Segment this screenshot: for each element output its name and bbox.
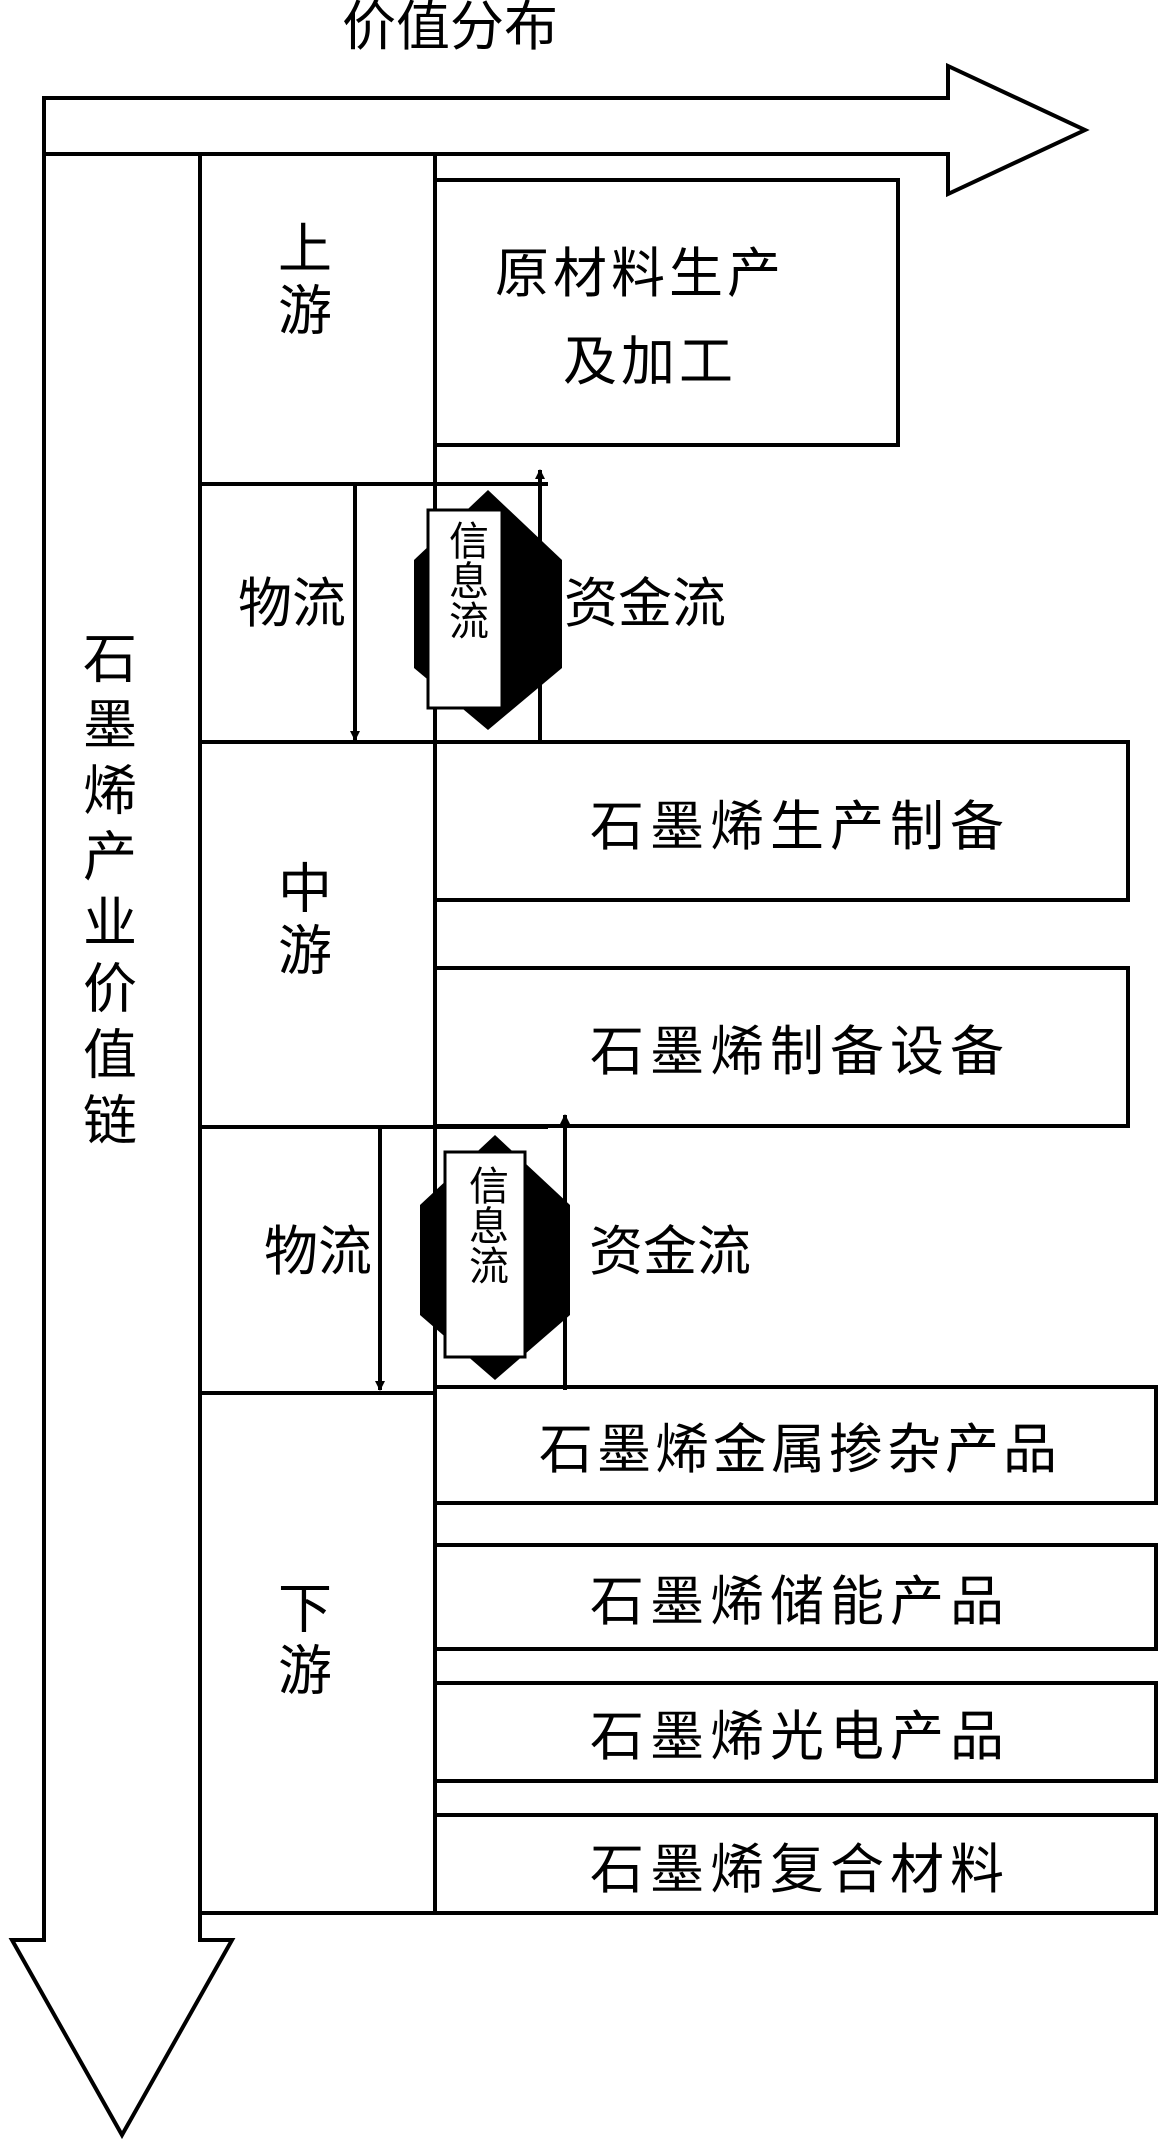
midstream-stage-box bbox=[198, 740, 437, 1129]
midstream-item-box-1 bbox=[433, 740, 1130, 902]
downstream-stage-box bbox=[198, 1391, 437, 1915]
downstream-item-box-3 bbox=[433, 1681, 1158, 1783]
logistics-label-2: 物流 bbox=[264, 1220, 372, 1283]
logistics-label-1: 物流 bbox=[238, 572, 346, 635]
downstream-item-1: 石墨烯金属掺杂产品 bbox=[539, 1418, 1061, 1481]
information-label-1: 信息流 bbox=[442, 520, 488, 640]
upstream-stage-box bbox=[198, 152, 437, 486]
downstream-item-box-1 bbox=[433, 1385, 1158, 1505]
downstream-label: 下游 bbox=[269, 1580, 332, 1704]
upstream-item-line-2: 及加工 bbox=[563, 330, 737, 393]
side-axis-label: 石墨烯产业价值链 bbox=[74, 630, 137, 1158]
midstream-item-box-2 bbox=[433, 966, 1130, 1128]
top-axis-label: 价值分布 bbox=[342, 0, 558, 58]
downstream-item-3: 石墨烯光电产品 bbox=[590, 1705, 1010, 1768]
information-label-2: 信息流 bbox=[462, 1165, 508, 1285]
midstream-label: 中游 bbox=[269, 860, 332, 984]
capital-label-1: 资金流 bbox=[564, 572, 726, 635]
downstream-item-2: 石墨烯储能产品 bbox=[590, 1570, 1010, 1633]
capital-label-2: 资金流 bbox=[589, 1220, 751, 1283]
downstream-item-4: 石墨烯复合材料 bbox=[590, 1838, 1010, 1901]
downstream-item-box-4 bbox=[433, 1813, 1158, 1915]
midstream-item-1: 石墨烯生产制备 bbox=[590, 795, 1010, 858]
upstream-item-line-1: 原材料生产 bbox=[495, 242, 785, 305]
upstream-label: 上游 bbox=[269, 220, 332, 344]
midstream-item-2: 石墨烯制备设备 bbox=[590, 1020, 1010, 1083]
upstream-item-box bbox=[433, 178, 900, 447]
downstream-item-box-2 bbox=[433, 1543, 1158, 1651]
